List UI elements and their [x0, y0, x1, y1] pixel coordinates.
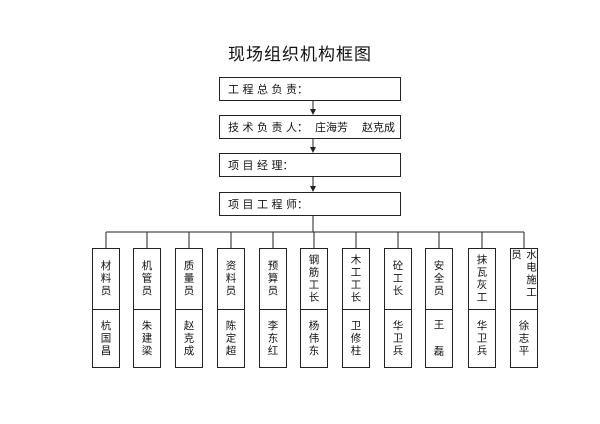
position-person: 陈定超 [224, 319, 237, 358]
position-box: 钢筋工长杨伟东 [300, 248, 328, 368]
box-project-engineer: 项 目 工 程 师： [219, 192, 401, 216]
box-technical-lead: 技 术 负 责 人： 庄海芳 赵克成 [219, 115, 401, 139]
position-box: 抹瓦灰工华卫兵 [468, 248, 496, 368]
position-person: 华卫兵 [475, 319, 488, 358]
box-general-manager: 工 程 总 负 责： [219, 77, 401, 101]
box-project-manager: 项 目 经 理： [219, 153, 401, 177]
position-role: 砼工长 [391, 260, 404, 298]
position-role: 钢筋工长 [307, 254, 320, 304]
chain-label: 项 目 工 程 师： [228, 198, 308, 211]
position-role: 机管员 [140, 260, 153, 298]
position-person: 王 磊 [432, 319, 445, 358]
position-box: 质量员赵克成 [175, 248, 203, 368]
chain-label: 项 目 经 理： [228, 159, 294, 172]
chain-label: 技 术 负 责 人： 庄海芳 赵克成 [228, 121, 395, 134]
position-box: 资料员陈定超 [217, 248, 245, 368]
position-box: 砼工长华卫兵 [384, 248, 412, 368]
diagram-title: 现场组织机构框图 [228, 45, 372, 65]
position-person: 赵克成 [182, 319, 195, 358]
position-person: 杨伟东 [307, 319, 320, 358]
position-person: 华卫兵 [391, 319, 404, 358]
position-box: 预算员李东红 [259, 248, 287, 368]
position-person: 李东红 [266, 319, 279, 358]
position-role: 水电施工员 [510, 249, 537, 299]
position-box: 机管员朱建梁 [133, 248, 161, 368]
position-person: 杭国昌 [99, 319, 112, 358]
position-box: 木工工长卫修柱 [342, 248, 370, 368]
position-box: 材料员杭国昌 [92, 248, 120, 368]
position-role: 安全员 [432, 260, 445, 298]
position-person: 朱建梁 [140, 319, 153, 358]
position-role: 质量员 [182, 260, 195, 298]
position-box: 安全员王 磊 [425, 248, 453, 368]
position-role: 材料员 [99, 260, 112, 298]
position-box: 水电施工员徐志平 [510, 248, 538, 368]
position-person: 卫修柱 [349, 319, 362, 358]
position-role: 木工工长 [349, 254, 362, 304]
position-role: 抹瓦灰工 [475, 254, 488, 304]
chain-label: 工 程 总 负 责： [228, 83, 308, 96]
position-role: 资料员 [224, 260, 237, 298]
position-role: 预算员 [266, 260, 279, 298]
position-person: 徐志平 [517, 319, 530, 358]
